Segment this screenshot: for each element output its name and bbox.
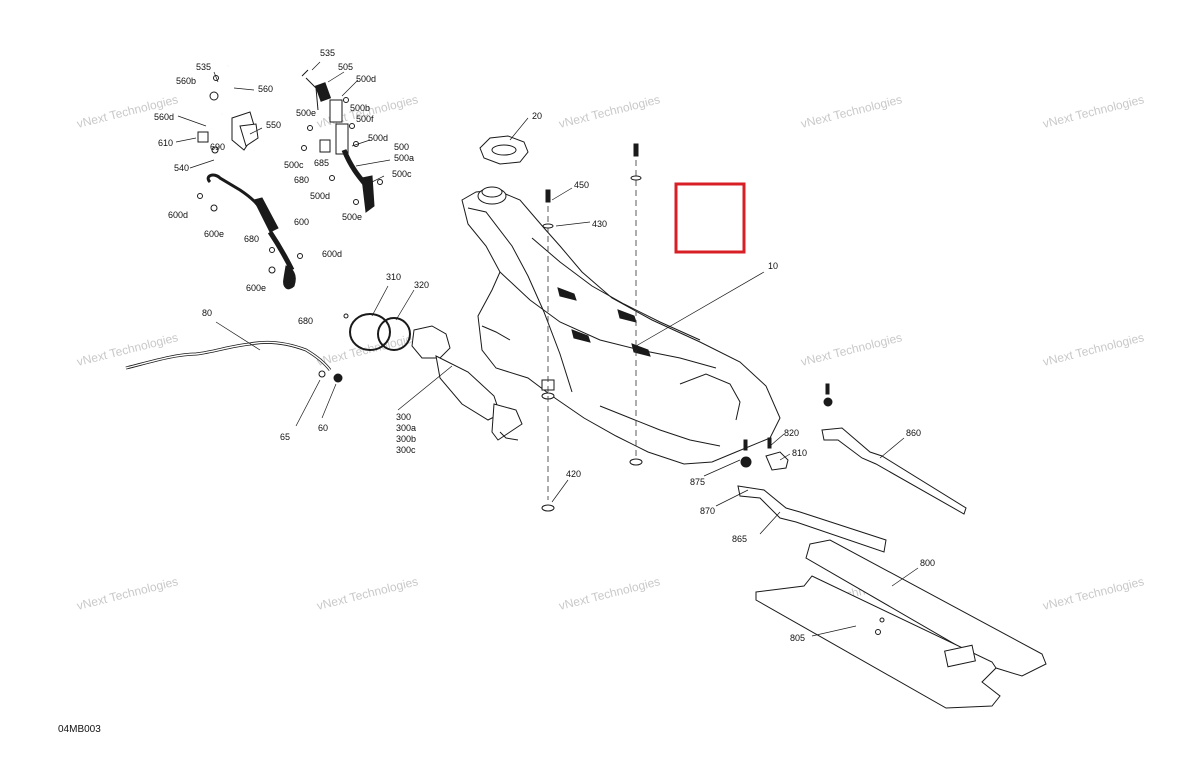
callout-535: 535	[196, 62, 211, 72]
callout-430: 430	[592, 219, 607, 229]
callout-500f: 500f	[356, 114, 374, 124]
callout-500c: 500c	[392, 169, 412, 179]
callout-labels: 535 560b 560 560d 550 610 690 540 535 50…	[154, 48, 935, 643]
callout-690: 690	[210, 142, 225, 152]
heat-shields	[755, 539, 1047, 709]
callout-805: 805	[790, 633, 805, 643]
fuel-tank	[461, 186, 781, 465]
watermark: vNext Technologies	[315, 574, 419, 613]
watermark: vNext Technologies	[1041, 92, 1145, 131]
callout-680: 680	[294, 175, 309, 185]
callout-600e: 600e	[204, 229, 224, 239]
callout-500e: 500e	[296, 108, 316, 118]
callout-500a: 500a	[394, 153, 414, 163]
callout-820: 820	[784, 428, 799, 438]
callout-600: 600	[294, 217, 309, 227]
vent-hose-assembly	[197, 62, 303, 290]
callout-300b: 300b	[396, 434, 416, 444]
callout-300: 300	[396, 412, 411, 422]
callout-610: 610	[158, 138, 173, 148]
callout-860: 860	[906, 428, 921, 438]
callout-500b: 500b	[350, 103, 370, 113]
callout-500d: 500d	[368, 133, 388, 143]
callout-300c: 300c	[396, 445, 416, 455]
callout-310: 310	[386, 272, 401, 282]
callout-550: 550	[266, 120, 281, 130]
callout-420: 420	[566, 469, 581, 479]
callout-10: 10	[768, 261, 778, 271]
callout-680: 680	[244, 234, 259, 244]
callout-20: 20	[532, 111, 542, 121]
watermark: vNext Technologies	[799, 92, 903, 131]
fuel-pump-assembly	[349, 313, 523, 441]
watermark: vNext Technologies	[799, 330, 903, 369]
callout-600d: 600d	[168, 210, 188, 220]
tank-fasteners	[541, 143, 643, 512]
callout-500c: 500c	[284, 160, 304, 170]
callout-80: 80	[202, 308, 212, 318]
callout-540: 540	[174, 163, 189, 173]
callout-600e: 600e	[246, 283, 266, 293]
callout-680: 680	[298, 316, 313, 326]
leader-lines	[175, 61, 919, 637]
callout-810: 810	[792, 448, 807, 458]
callout-600d: 600d	[322, 249, 342, 259]
watermark: vNext Technologies	[557, 574, 661, 613]
fuel-cap	[479, 135, 529, 165]
callout-60: 60	[318, 423, 328, 433]
highlight-box	[674, 182, 746, 254]
callout-500d: 500d	[356, 74, 376, 84]
callout-875: 875	[690, 477, 705, 487]
callout-65: 65	[280, 432, 290, 442]
callout-535: 535	[320, 48, 335, 58]
watermark: vNext Technologies	[1041, 574, 1145, 613]
callout-300a: 300a	[396, 423, 416, 433]
vent-valve-stack	[301, 69, 383, 213]
watermark: vNext Technologies	[75, 574, 179, 613]
diagram-code: 04MB003	[58, 724, 101, 735]
watermark: vNext Technologies	[557, 92, 661, 131]
callout-500: 500	[394, 142, 409, 152]
callout-320: 320	[414, 280, 429, 290]
callout-800: 800	[920, 558, 935, 568]
callout-450: 450	[574, 180, 589, 190]
callout-560b: 560b	[176, 76, 196, 86]
callout-870: 870	[700, 506, 715, 516]
callout-500d: 500d	[310, 191, 330, 201]
watermark: vNext Technologies	[75, 330, 179, 369]
callout-685: 685	[314, 158, 329, 168]
tank-brackets	[737, 383, 967, 553]
callout-865: 865	[732, 534, 747, 544]
callout-500e: 500e	[342, 212, 362, 222]
callout-560d: 560d	[154, 112, 174, 122]
watermark: vNext Technologies	[1041, 330, 1145, 369]
callout-505: 505	[338, 62, 353, 72]
callout-560: 560	[258, 84, 273, 94]
